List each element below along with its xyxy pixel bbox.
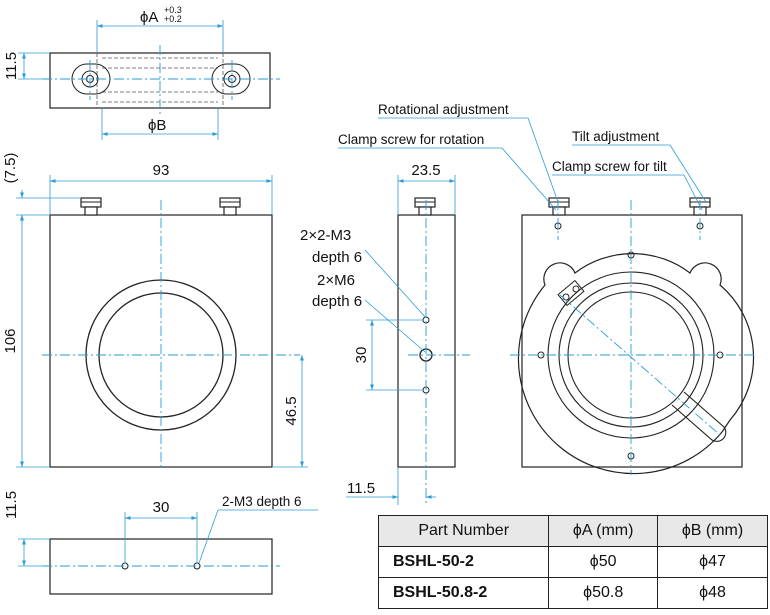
- front-screw-right: [219, 197, 241, 216]
- bottom-spacing-label: 30: [153, 499, 170, 516]
- header-phiB: ϕB (mm): [657, 515, 768, 547]
- clamp-rotation-leader: [338, 147, 557, 211]
- back-ring-outline: [517, 253, 755, 475]
- width-label: 93: [153, 162, 170, 179]
- bottom-view: 30 11.5 2-M3 depth 6: [3, 491, 318, 595]
- tilt-adjustment-leader: [572, 144, 707, 203]
- clamp-tilt-leader: [552, 174, 703, 211]
- table-row: BSHL-50-2 ϕ50 ϕ47: [377, 546, 768, 578]
- front-view: 93 (7.5) 106 46.5: [2, 153, 308, 470]
- side-hole-offset-label: 11.5: [347, 480, 375, 497]
- phiA-label: ϕA: [140, 9, 158, 26]
- top-offset-label: (7.5): [2, 153, 19, 184]
- top-height-label: 11.5: [3, 52, 20, 80]
- part-number-cell: BSHL-50.8-2: [377, 577, 550, 609]
- back-view: Rotational adjustment Clamp screw for ro…: [338, 102, 755, 475]
- phiB-cell: ϕ48: [657, 577, 768, 609]
- center-height-label: 46.5: [283, 396, 300, 425]
- rotational-adjustment-leader: [378, 117, 559, 203]
- side-view-body: [397, 214, 456, 468]
- phiB-cell: ϕ47: [657, 546, 768, 578]
- back-view-body: [521, 214, 743, 468]
- hole-spacing-label: 30: [353, 347, 370, 364]
- header-phiA: ϕA (mm): [548, 515, 659, 547]
- m3-note-line1: 2×2-M3: [300, 227, 351, 244]
- side-screw: [414, 197, 436, 216]
- m6-note-line1: 2×M6: [317, 272, 355, 289]
- front-screw-left: [80, 197, 102, 216]
- header-part-number: Part Number: [377, 515, 550, 547]
- table-row: BSHL-50.8-2 ϕ50.8 ϕ48: [377, 577, 768, 609]
- phiA-tolerance-lower: +0.2: [164, 14, 182, 24]
- clamp-screw-rotation-label: Clamp screw for rotation: [338, 132, 484, 147]
- phiA-cell: ϕ50.8: [548, 577, 659, 609]
- top-view: ϕA +0.3 +0.2 ϕB 11.5: [3, 5, 280, 140]
- m3-note-line2: depth 6: [312, 249, 362, 266]
- side-width-label: 23.5: [411, 162, 440, 179]
- phiA-tolerance-upper: +0.3: [164, 5, 182, 15]
- bottom-m3-note: 2-M3 depth 6: [222, 494, 302, 509]
- bottom-height-label: 11.5: [3, 491, 20, 519]
- back-screw-left: [548, 197, 570, 216]
- phiA-cell: ϕ50: [548, 546, 659, 578]
- height-label: 106: [2, 328, 19, 353]
- bottom-m3-leader: [198, 509, 318, 564]
- tilt-adjustment-label: Tilt adjustment: [572, 129, 660, 144]
- side-view: 23.5 30 11.5 2×2-M3 depth 6 2×M6 depth 6: [300, 162, 470, 505]
- spec-table-header-row: Part Number ϕA (mm) ϕB (mm): [377, 515, 768, 547]
- m6-leader: [364, 299, 426, 353]
- phiB-label: ϕB: [148, 117, 166, 134]
- back-slot-arm: [671, 391, 727, 442]
- m3-leader: [364, 249, 427, 319]
- part-number-cell: BSHL-50-2: [377, 546, 550, 578]
- clamp-screw-tilt-label: Clamp screw for tilt: [552, 159, 667, 174]
- rotational-adjustment-label: Rotational adjustment: [378, 102, 509, 117]
- m6-note-line2: depth 6: [312, 293, 362, 310]
- bottom-view-body: [49, 538, 273, 595]
- spec-table: Part Number ϕA (mm) ϕB (mm) BSHL-50-2 ϕ5…: [377, 515, 768, 609]
